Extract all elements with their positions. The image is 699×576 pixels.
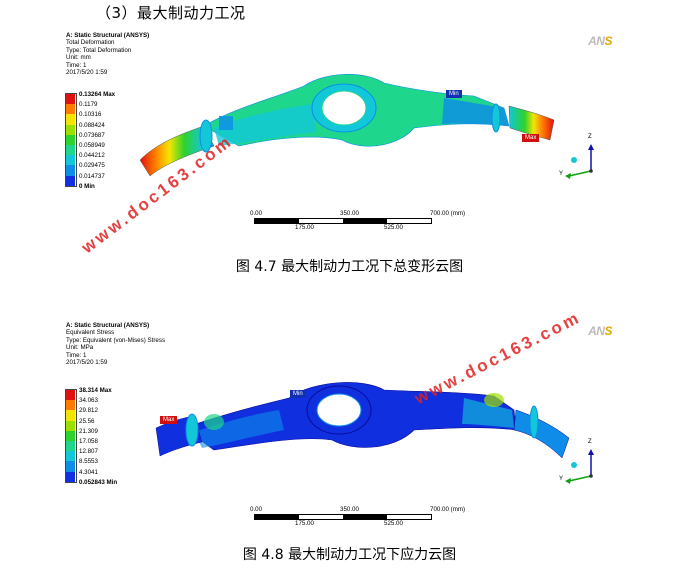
ansys-logo: ANS — [588, 34, 612, 48]
meta-line: A: Static Structural (ANSYS) — [66, 32, 150, 39]
min-marker: Min — [290, 390, 306, 398]
legend-swatch — [66, 461, 75, 472]
legend-swatch — [66, 471, 75, 482]
legend-label: 0.13264 Max — [79, 91, 116, 98]
legend-swatch — [66, 410, 75, 421]
legend-label: 0.052843 Min — [79, 478, 118, 486]
scale-label: 525.00 — [384, 520, 403, 527]
legend-label: 0.044212 — [79, 152, 105, 160]
scale-label: 700.00 (mm) — [430, 506, 466, 513]
meta-line: 2017/5/20 1:59 — [66, 359, 108, 367]
ansys-logo: ANS — [588, 324, 612, 338]
legend-label: 38.314 Max — [79, 387, 112, 394]
legend-frame — [65, 93, 77, 187]
legend-label: 8.5553 — [79, 458, 98, 466]
legend-label: 25.56 — [79, 417, 95, 425]
figure-caption: 图 4.7 最大制动力工况下总变形云图 — [235, 259, 464, 275]
deformation-model-view — [139, 74, 594, 179]
stress-contour-figure: A: Static Structural (ANSYS) Equivalent … — [64, 318, 620, 527]
scale-bar: 0.00 350.00 700.00 (mm) 175.00 525.00 — [250, 210, 510, 234]
figure-meta: A: Static Structural (ANSYS) Equivalent … — [66, 322, 165, 366]
stress-model-view — [155, 382, 594, 484]
legend-swatch — [66, 430, 75, 441]
coordinate-triad — [565, 449, 594, 484]
legend-swatch — [66, 390, 75, 401]
legend-swatch — [66, 134, 75, 145]
legend-swatch — [66, 104, 75, 115]
scale-label: 350.00 — [340, 210, 359, 217]
legend-label: 0.088424 — [79, 121, 105, 129]
legend-label: 0.058949 — [79, 141, 105, 149]
meta-line: 2017/5/20 1:59 — [66, 69, 108, 77]
meta-line: Type: Equivalent (von-Mises) Stress — [66, 336, 166, 344]
meta-line: Time: 1 — [66, 351, 87, 359]
legend-label: 4.3041 — [79, 468, 98, 476]
legend-label: 0.073687 — [79, 131, 105, 139]
legend-swatch — [66, 155, 75, 166]
figure-meta: A: Static Structural (ANSYS) Total Defor… — [66, 32, 149, 76]
legend-swatch — [66, 420, 75, 431]
z-axis-label: Z — [588, 439, 592, 445]
meta-line: Unit: mm — [66, 54, 91, 62]
legend-swatch — [66, 451, 75, 462]
legend-label: 0.014737 — [79, 172, 105, 180]
legend-label: 0.1179 — [79, 101, 98, 109]
scale-label: 350.00 — [340, 506, 359, 513]
legend-label: 0.10316 — [79, 111, 102, 119]
deformation-contour-figure: A: Static Structural (ANSYS) Total Defor… — [64, 28, 620, 231]
scale-label: 525.00 — [384, 224, 403, 231]
meta-line: Unit: MPa — [66, 344, 94, 352]
meta-line: Type: Total Deformation — [66, 46, 132, 54]
section-title: （3）最大制动力工况 — [96, 4, 246, 22]
legend-swatch — [66, 400, 75, 411]
meta-line: Total Deformation — [66, 39, 115, 47]
legend-swatch — [66, 165, 75, 176]
max-marker: Max — [522, 134, 540, 142]
meta-line: Equivalent Stress — [66, 329, 115, 337]
figure-caption: 图 4.8 最大制动力工况下应力云图 — [242, 547, 457, 563]
legend-label: 0 Min — [79, 182, 95, 190]
legend-swatch — [66, 144, 75, 156]
scale-label: 0.00 — [250, 506, 263, 513]
meta-line: A: Static Structural (ANSYS) — [66, 322, 150, 329]
meta-line: Time: 1 — [66, 61, 87, 69]
legend-swatch — [66, 440, 75, 452]
scale-label: 0.00 — [250, 210, 263, 217]
scale-bar: 0.00 350.00 700.00 (mm) 175.00 525.00 — [250, 506, 510, 530]
z-axis-label: Z — [588, 134, 592, 140]
legend-label: 0.029475 — [79, 162, 105, 170]
legend-swatch — [66, 124, 75, 135]
legend-label: 34.063 — [79, 397, 98, 405]
min-marker: Min — [446, 90, 462, 98]
legend-swatch — [66, 94, 75, 105]
legend-label: 21.309 — [79, 427, 98, 435]
y-axis-label: Y — [559, 476, 564, 482]
legend-frame — [65, 389, 77, 483]
scale-label: 700.00 (mm) — [430, 210, 466, 217]
legend-label: 29.812 — [79, 407, 98, 415]
legend-swatch — [66, 114, 75, 125]
legend-label: 17.058 — [79, 437, 98, 445]
coordinate-triad — [565, 144, 594, 179]
max-marker: Max — [160, 416, 178, 424]
scale-label: 175.00 — [295, 224, 314, 231]
y-axis-label: Y — [559, 171, 564, 177]
scale-label: 175.00 — [295, 520, 314, 527]
legend-label: 12.807 — [79, 448, 98, 456]
legend-swatch — [66, 175, 75, 186]
